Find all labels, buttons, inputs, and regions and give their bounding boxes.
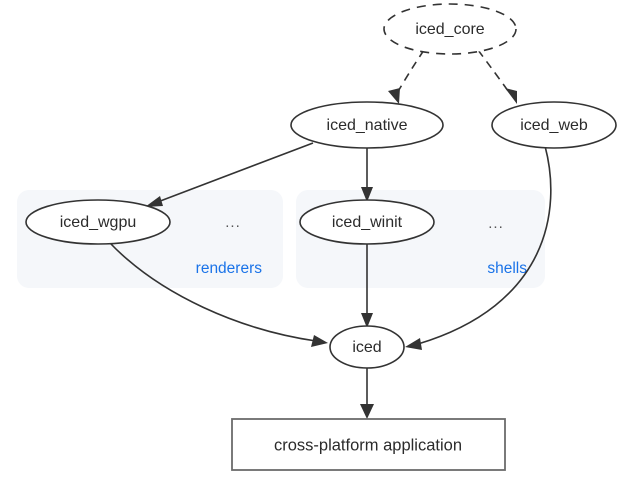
edge-iced-wgpu-to-iced-arrow bbox=[311, 335, 328, 347]
node-iced-core[interactable]: iced_core bbox=[383, 3, 517, 55]
edge-iced-core-to-iced-web-path bbox=[477, 49, 512, 96]
node-iced-winit[interactable]: iced_winit bbox=[299, 199, 435, 245]
edge-iced-web-to-iced bbox=[405, 145, 552, 350]
edge-iced-core-to-iced-native-path bbox=[395, 49, 425, 96]
edge-iced-winit-to-iced bbox=[361, 243, 373, 328]
edge-iced-core-to-iced-native-arrow bbox=[388, 88, 400, 104]
edge-iced-native-to-iced-wgpu bbox=[145, 142, 314, 207]
edge-iced-core-to-iced-web-arrow bbox=[505, 88, 517, 104]
edge-iced-native-to-iced-wgpu-arrow bbox=[145, 196, 163, 207]
edge-iced-native-to-iced-wgpu-path bbox=[154, 142, 314, 204]
node-iced[interactable]: iced bbox=[329, 325, 405, 369]
node-iced-native-label: iced_native bbox=[327, 117, 408, 134]
node-iced-web-label: iced_web bbox=[520, 117, 588, 134]
edge-iced-core-to-iced-web bbox=[477, 49, 517, 104]
node-cross-platform-application[interactable]: cross-platform application bbox=[231, 418, 506, 471]
node-iced-web[interactable]: iced_web bbox=[491, 101, 617, 149]
node-iced-shape[interactable] bbox=[329, 325, 405, 369]
node-iced-label: iced bbox=[352, 339, 381, 356]
node-iced-native[interactable]: iced_native bbox=[290, 101, 444, 149]
cluster-shells-label: shells bbox=[487, 260, 527, 277]
node-iced-native-shape[interactable] bbox=[290, 101, 444, 149]
node-iced-wgpu-shape[interactable] bbox=[25, 199, 171, 245]
node-iced-core-shape[interactable] bbox=[383, 3, 517, 55]
node-iced-wgpu[interactable]: iced_wgpu bbox=[25, 199, 171, 245]
node-iced-core-label: iced_core bbox=[415, 21, 484, 38]
node-iced-winit-shape[interactable] bbox=[299, 199, 435, 245]
cluster-renderers-label: renderers bbox=[196, 260, 263, 277]
edge-iced-native-to-iced-winit bbox=[361, 148, 373, 202]
node-cross-platform-application-label: cross-platform application bbox=[274, 436, 462, 454]
node-cross-platform-application-shape[interactable] bbox=[231, 418, 506, 471]
node-iced-winit-label: iced_winit bbox=[332, 214, 403, 231]
node-iced-wgpu-label: iced_wgpu bbox=[60, 214, 137, 231]
cluster-renderers-ellipsis: ... bbox=[225, 214, 241, 231]
edge-iced-to-app bbox=[360, 367, 374, 419]
edge-iced-native-to-iced-winit-arrow bbox=[361, 187, 373, 202]
edge-iced-web-to-iced-arrow bbox=[405, 338, 422, 350]
node-iced-web-shape[interactable] bbox=[491, 101, 617, 149]
edge-iced-web-to-iced-path bbox=[417, 145, 552, 345]
edge-iced-wgpu-to-iced bbox=[109, 242, 328, 347]
edge-iced-to-app-arrow bbox=[360, 404, 374, 419]
edge-iced-winit-to-iced-arrow bbox=[361, 313, 373, 328]
cluster-shells-ellipsis: ... bbox=[488, 215, 504, 232]
edge-iced-wgpu-to-iced-path bbox=[109, 242, 317, 342]
edge-iced-core-to-iced-native bbox=[388, 49, 425, 104]
